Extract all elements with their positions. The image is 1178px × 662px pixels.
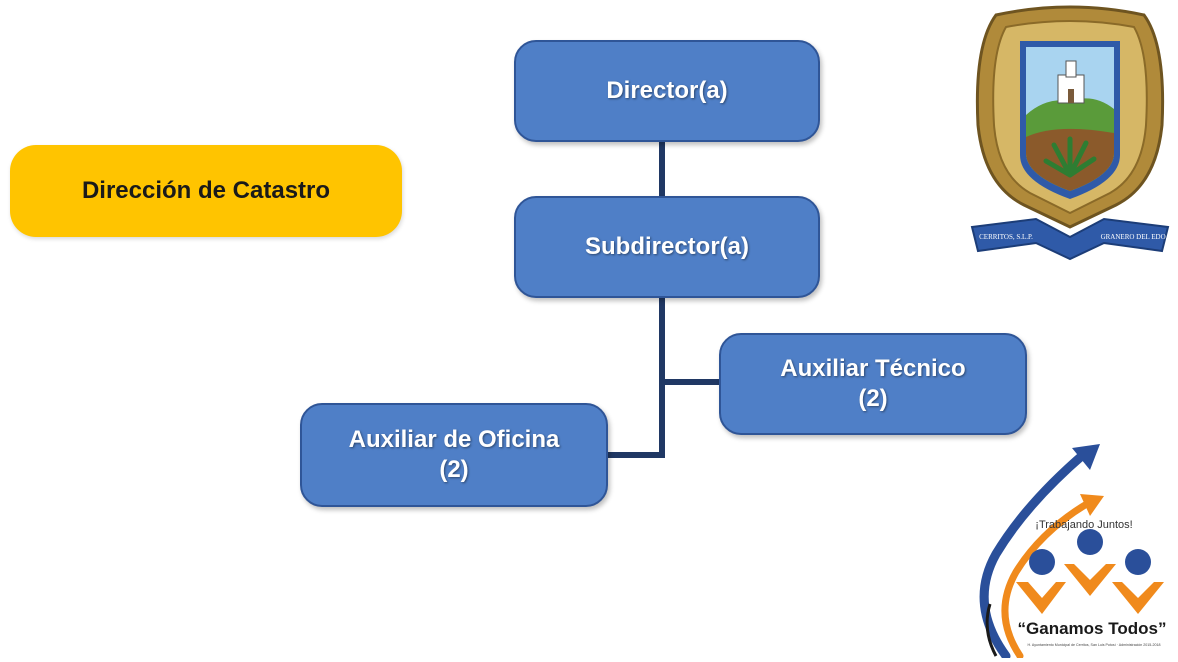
connector-to-auxiliar-oficina: [606, 452, 665, 458]
node-subdirector: Subdirector(a): [514, 196, 820, 298]
connector-trunk: [659, 296, 665, 458]
node-auxiliar-oficina: Auxiliar de Oficina (2): [300, 403, 608, 507]
emblem-ribbon-left-text: CERRITOS, S.L.P.: [979, 233, 1033, 241]
ganamos-todos-logo: ¡Trabajando Juntos! “Ganamos Todos” H. A…: [979, 444, 1167, 658]
node-auxiliar-tecnico-count: (2): [858, 385, 888, 412]
node-auxiliar-oficina-label: Auxiliar de Oficina: [348, 426, 560, 453]
connector-director-subdirector: [659, 140, 665, 200]
node-director: Director(a): [514, 40, 820, 142]
node-auxiliar-tecnico: Auxiliar Técnico (2): [719, 333, 1027, 435]
person-body-icon: [1064, 564, 1116, 596]
person-head-icon: [1029, 549, 1055, 575]
emblem-ribbon-right-text: GRANERO DEL EDO.: [1101, 233, 1168, 241]
department-title: Dirección de Catastro: [81, 177, 331, 204]
person-head-icon: [1125, 549, 1151, 575]
logo-fine-print: H. Ayuntamiento Municipal de Cerritos, S…: [1028, 643, 1161, 647]
department-title-box: Dirección de Catastro: [10, 145, 402, 237]
logo-tagline: ¡Trabajando Juntos!: [1035, 519, 1132, 531]
person-body-icon: [1112, 582, 1164, 614]
person-body-icon: [1016, 582, 1066, 614]
node-auxiliar-tecnico-label: Auxiliar Técnico: [780, 355, 966, 382]
node-auxiliar-oficina-count: (2): [439, 456, 469, 483]
person-head-icon: [1077, 529, 1103, 555]
municipal-emblem: CERRITOS, S.L.P. GRANERO DEL EDO.: [970, 5, 1170, 261]
logo-slogan: “Ganamos Todos”: [1018, 619, 1167, 638]
node-subdirector-label: Subdirector(a): [584, 233, 749, 260]
node-director-label: Director(a): [606, 77, 728, 104]
connector-to-auxiliar-tecnico: [659, 379, 723, 385]
